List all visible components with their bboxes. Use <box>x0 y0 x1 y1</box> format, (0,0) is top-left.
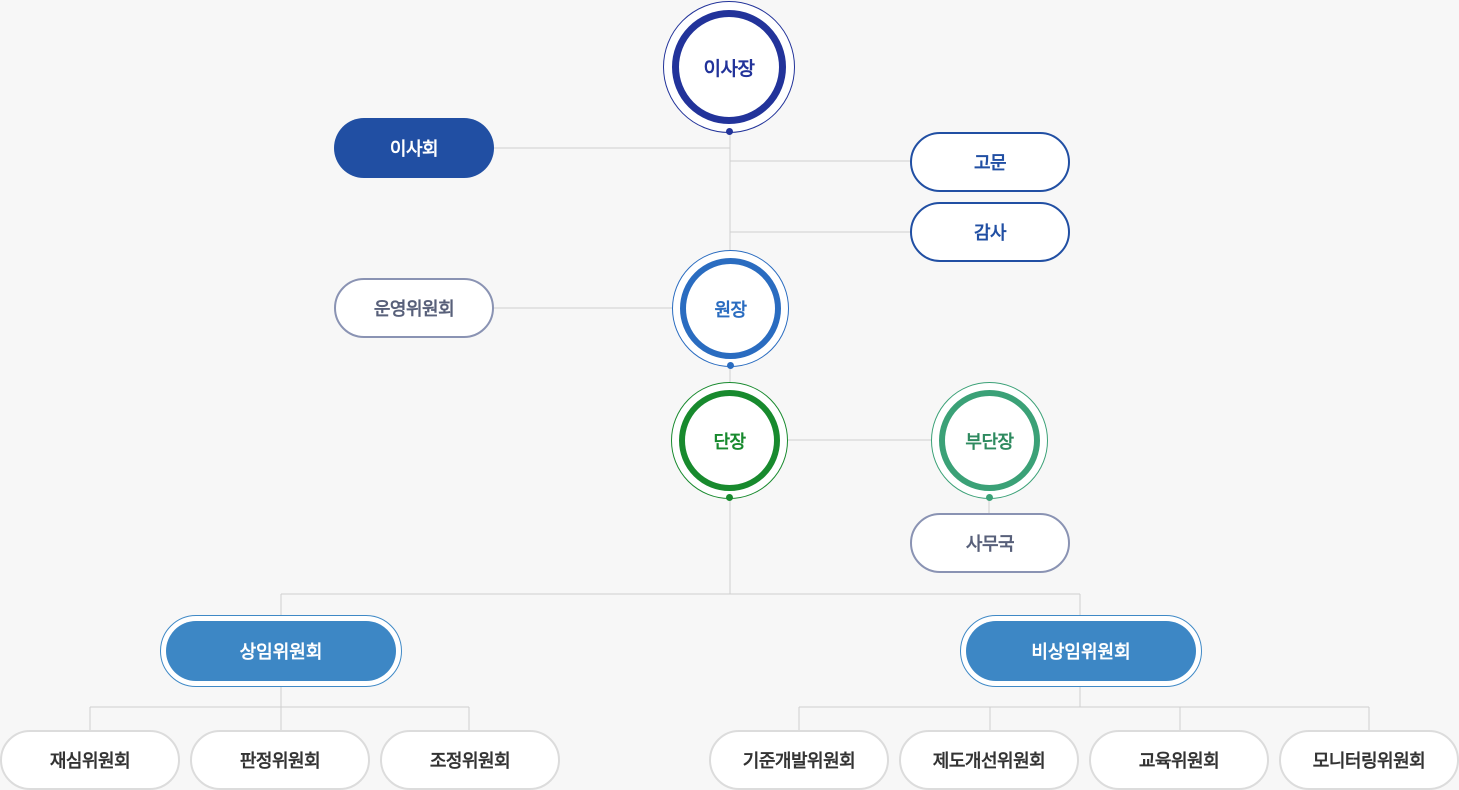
director-node: 단장 <box>671 382 788 501</box>
reform-committee-node: 제도개선위원회 <box>899 730 1079 790</box>
advisor-label: 고문 <box>973 153 1007 174</box>
president-dot <box>727 362 734 369</box>
chairman-label: 이사장 <box>703 57 755 80</box>
education-committee-label: 교육위원회 <box>1138 751 1220 772</box>
advisor-node: 고문 <box>910 132 1070 192</box>
monitoring-committee-label: 모니터링위원회 <box>1312 751 1426 772</box>
reform-committee-label: 제도개선위원회 <box>932 751 1046 772</box>
deputy-director-node: 부단장 <box>931 382 1048 501</box>
judgment-committee-label: 판정위원회 <box>239 751 321 772</box>
auditor-label: 감사 <box>973 223 1007 244</box>
mediation-committee-label: 조정위원회 <box>429 751 511 772</box>
retrial-committee-label: 재심위원회 <box>49 751 131 772</box>
standards-committee-label: 기준개발위원회 <box>742 751 856 772</box>
nonstanding-committee-node: 비상임위원회 <box>960 615 1202 687</box>
monitoring-committee-node: 모니터링위원회 <box>1279 730 1459 790</box>
standing-committee-label: 상임위원회 <box>239 642 323 663</box>
secretariat-node: 사무국 <box>910 513 1070 573</box>
education-committee-node: 교육위원회 <box>1089 730 1269 790</box>
standards-committee-node: 기준개발위원회 <box>709 730 889 790</box>
director-label: 단장 <box>713 431 746 453</box>
secretariat-label: 사무국 <box>965 534 1015 555</box>
chairman-node: 이사장 <box>663 1 795 135</box>
president-node: 원장 <box>672 250 789 369</box>
president-label: 원장 <box>714 299 747 321</box>
operations-committee-label: 운영위원회 <box>373 299 455 320</box>
chairman-dot <box>725 128 733 135</box>
director-dot <box>726 494 733 501</box>
auditor-node: 감사 <box>910 202 1070 262</box>
operations-committee-node: 운영위원회 <box>334 278 494 338</box>
standing-committee-node: 상임위원회 <box>160 615 402 687</box>
board-node: 이사회 <box>334 118 494 178</box>
mediation-committee-node: 조정위원회 <box>380 730 560 790</box>
judgment-committee-node: 판정위원회 <box>190 730 370 790</box>
nonstanding-committee-label: 비상임위원회 <box>1031 642 1131 663</box>
retrial-committee-node: 재심위원회 <box>0 730 180 790</box>
board-label: 이사회 <box>389 139 439 160</box>
deputy-director-dot <box>986 494 993 501</box>
deputy-director-label: 부단장 <box>965 431 1014 453</box>
